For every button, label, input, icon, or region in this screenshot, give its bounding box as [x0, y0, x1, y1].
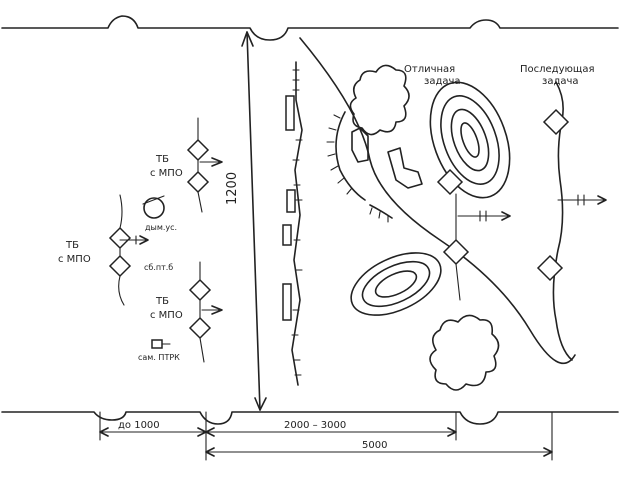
depth-arrow: 1200 — [225, 31, 267, 411]
depth-label: 1200 — [225, 172, 240, 205]
unit-block-4 — [282, 283, 292, 321]
sam-note: сам. ПТРК — [138, 353, 180, 362]
diamond-markers — [108, 108, 570, 340]
dim-front-label: до 1000 — [118, 420, 160, 431]
unit-block-1 — [285, 95, 295, 131]
unit-connectors — [118, 117, 607, 363]
smoke-note: дым.ус. — [145, 223, 177, 232]
tb-mid-sub: с МПО — [58, 254, 91, 265]
tb-bot-label: ТБ — [155, 296, 169, 307]
tb-bot-sub: с МПО — [150, 310, 183, 321]
top-border — [1, 15, 619, 41]
dim-total-label: 5000 — [362, 440, 387, 451]
front-line — [282, 61, 303, 386]
building-2 — [387, 147, 423, 189]
tb-top-label: ТБ — [155, 154, 169, 165]
boundary-curve — [299, 37, 576, 365]
tb-top-sub: с МПО — [150, 168, 183, 179]
sam-icon — [151, 339, 163, 349]
building-1 — [351, 127, 369, 163]
objective-ellipse-bottom — [350, 252, 442, 316]
sbp-note: сб.пт.б — [144, 263, 173, 272]
smoke-circle-icon — [143, 197, 165, 219]
unit-block-3 — [282, 224, 292, 246]
woods-bottom — [429, 314, 500, 391]
subsequent-task-sub: задача — [542, 76, 579, 87]
dim-mid-label: 2000 – 3000 — [284, 420, 346, 431]
immediate-task-label: Отличная — [404, 64, 455, 75]
unit-block-2 — [286, 189, 296, 213]
dimension-lines — [99, 411, 553, 461]
trench — [326, 111, 393, 223]
smoke-marker — [142, 195, 165, 205]
bottom-border — [1, 411, 619, 425]
woods-top — [349, 64, 410, 136]
subsequent-task-label: Последующая — [520, 64, 595, 75]
immediate-task-sub: задача — [424, 76, 461, 87]
objective-ellipse-top — [429, 81, 511, 199]
tb-mid-label: ТБ — [65, 240, 79, 251]
